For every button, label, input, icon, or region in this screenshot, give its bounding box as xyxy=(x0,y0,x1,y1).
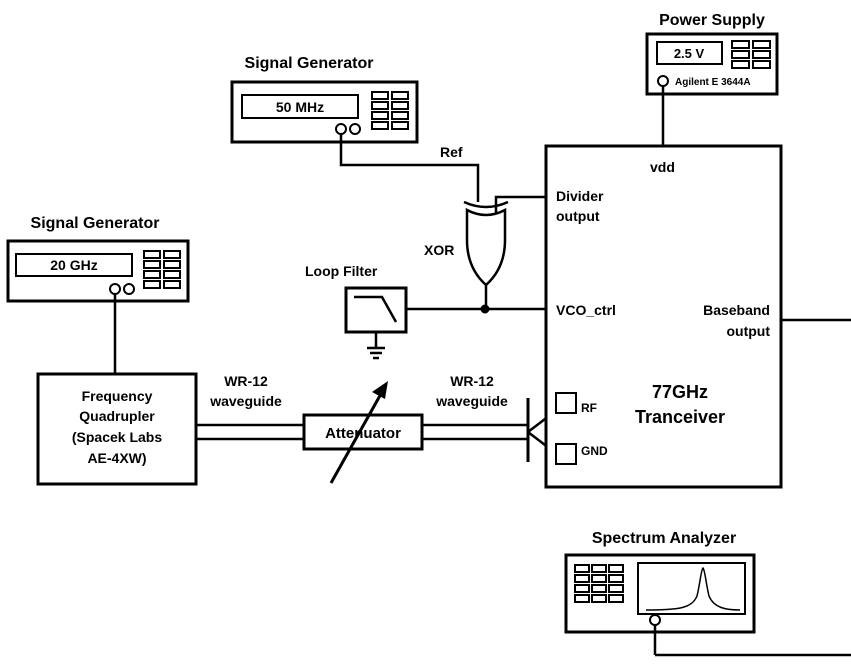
gnd-pad xyxy=(555,443,577,465)
power-supply-title: Power Supply xyxy=(659,12,765,29)
attenuator: Attenuator xyxy=(302,381,424,484)
signal-generator-top: Signal Generator 50 MHz xyxy=(230,55,419,144)
waveguide-left: WR-12 waveguide xyxy=(196,373,304,441)
xor-label: XOR xyxy=(424,242,454,258)
transceiver-title-line2: Tranceiver xyxy=(635,407,725,427)
vdd-pin-label: vdd xyxy=(650,159,675,175)
signal-generator-left-display-value: 20 GHz xyxy=(50,257,97,273)
power-supply-output-terminal xyxy=(657,75,669,87)
rf-pad-label: RF xyxy=(581,401,597,415)
transceiver: vdd Divider output VCO_ctrl Baseband out… xyxy=(544,144,783,489)
rf-pad xyxy=(555,392,577,414)
power-supply-keypad xyxy=(731,40,771,69)
transceiver-title-line1: 77GHz xyxy=(652,382,708,402)
vco-ctrl-label: VCO_ctrl xyxy=(556,302,616,318)
divider-output-label-line1: Divider xyxy=(556,188,604,204)
frequency-quadrupler-body xyxy=(36,372,198,486)
waveguide-right-label-line2: waveguide xyxy=(435,393,508,409)
frequency-quadrupler-line4: AE-4XW) xyxy=(87,450,146,466)
waveguide-left-label-line1: WR-12 xyxy=(224,373,268,389)
frequency-quadrupler: Frequency Quadrupler (Spacek Labs AE-4XW… xyxy=(36,372,198,486)
divider-output-label-line2: output xyxy=(556,208,600,224)
frequency-quadrupler-line3: (Spacek Labs xyxy=(72,429,162,445)
loop-filter: Loop Filter xyxy=(305,263,408,360)
attenuator-label: Attenuator xyxy=(325,425,401,442)
loop-filter-body xyxy=(344,286,408,334)
power-supply-model: Agilent E 3644A xyxy=(675,77,751,88)
attenuator-body xyxy=(302,413,424,451)
spectrum-analyzer-input-port xyxy=(649,614,661,626)
power-supply: Power Supply 2.5 V Agilent E 3644A xyxy=(645,12,779,96)
signal-generator-top-keypad xyxy=(371,91,409,130)
signal-generator-left-title: Signal Generator xyxy=(31,215,160,232)
spectrum-peak-trace xyxy=(645,566,741,611)
gnd-pad-label: GND xyxy=(581,444,608,458)
signal-generator-left: Signal Generator 20 GHz xyxy=(6,215,190,303)
signal-generator-left-output-port-2 xyxy=(123,283,135,295)
signal-generator-left-keypad xyxy=(143,250,181,289)
waveguide-right: WR-12 waveguide xyxy=(422,373,527,441)
signal-generator-top-output-port-1 xyxy=(335,123,347,135)
signal-generator-top-display-value: 50 MHz xyxy=(276,99,324,115)
ref-label: Ref xyxy=(440,144,463,160)
xor-gate-body xyxy=(465,207,507,287)
spectrum-analyzer-screen xyxy=(637,562,746,615)
signal-generator-left-output-port-1 xyxy=(109,283,121,295)
xor-extra-arc xyxy=(463,200,509,209)
waveguide-left-label-line2: waveguide xyxy=(209,393,282,409)
spectrum-analyzer-title: Spectrum Analyzer xyxy=(592,530,736,547)
spectrum-analyzer-keypad xyxy=(574,564,624,603)
variable-attenuator-arrow xyxy=(329,381,388,484)
xor-gate: XOR xyxy=(424,200,509,309)
signal-generator-top-output-port-2 xyxy=(349,123,361,135)
power-supply-display xyxy=(656,41,723,65)
frequency-quadrupler-line2: Quadrupler xyxy=(79,408,155,424)
signal-generator-top-display xyxy=(241,94,359,119)
baseband-output-label-line2: output xyxy=(726,323,770,339)
power-supply-display-value: 2.5 V xyxy=(674,46,705,61)
signal-generator-top-title: Signal Generator xyxy=(245,55,374,72)
ground-icon xyxy=(367,346,385,360)
spectrum-analyzer: Spectrum Analyzer xyxy=(564,530,756,634)
lowpass-icon xyxy=(354,295,398,323)
waveguide-right-label-line1: WR-12 xyxy=(450,373,494,389)
signal-generator-left-display xyxy=(15,253,133,277)
baseband-output-label-line1: Baseband xyxy=(703,302,770,318)
transceiver-body xyxy=(544,144,783,489)
frequency-quadrupler-line1: Frequency xyxy=(82,388,153,404)
loop-filter-label: Loop Filter xyxy=(305,263,378,279)
